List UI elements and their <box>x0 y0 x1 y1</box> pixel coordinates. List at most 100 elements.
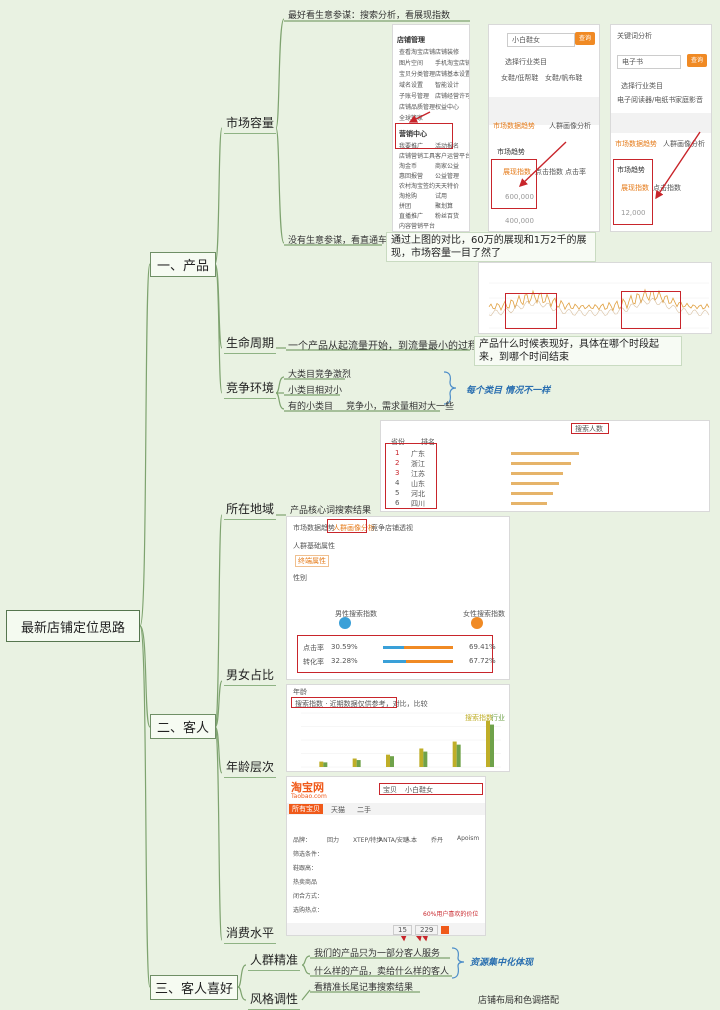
root-label: 最新店铺定位思路 <box>20 620 125 636</box>
search1-tab1[interactable]: 市场数据趋势 <box>493 122 535 130</box>
menu-item[interactable]: 拼团 <box>399 203 412 210</box>
taobao-query[interactable]: 小白鞋女 <box>405 786 433 794</box>
gender-female-bar <box>404 646 453 649</box>
taobao-brand[interactable]: 人本 <box>405 837 418 844</box>
menu-item[interactable]: 天天特价 <box>435 183 460 190</box>
topic-age[interactable]: 年龄层次 <box>224 758 277 778</box>
topic-competition[interactable]: 竞争环境 <box>224 379 277 399</box>
topic-crowd[interactable]: 人群精准 <box>248 951 301 971</box>
gender-male-bar <box>383 646 405 649</box>
gender-tab-2[interactable]: 人群画像分析 <box>333 524 375 532</box>
menu-item[interactable]: 查看淘宝店铺 <box>399 49 436 56</box>
taobao-select[interactable]: 宝贝 <box>383 786 397 794</box>
topic-style[interactable]: 风格调性 <box>248 990 301 1010</box>
taobao-brand[interactable]: Apoism <box>457 835 480 842</box>
menu-item[interactable]: 店铺装修 <box>435 49 460 56</box>
region-province: 江苏 <box>411 470 425 478</box>
menu-item[interactable]: 内容营销平台 <box>399 223 436 230</box>
taobao-brand[interactable]: XTEP/特步 <box>353 837 383 844</box>
taobao-price-max[interactable]: 229 <box>415 925 439 935</box>
taobao-brand[interactable]: 回力 <box>327 837 340 844</box>
menu-item[interactable]: 粉丝百货 <box>435 213 460 220</box>
gender-row-label: 点击率 <box>303 644 324 652</box>
root-node[interactable]: 最新店铺定位思路 <box>6 610 140 642</box>
menu-item[interactable]: 宝贝分类管理 <box>399 71 436 78</box>
search2-value: 12,000 <box>621 209 646 217</box>
topic-market[interactable]: 市场容量 <box>224 114 277 134</box>
menu-item[interactable]: 淘金币 <box>399 163 418 170</box>
topic-region[interactable]: 所在地域 <box>224 500 277 520</box>
search2-query: 电子书 <box>617 55 681 69</box>
topic-spending[interactable]: 消费水平 <box>224 924 277 944</box>
menu-item[interactable]: 全球管家 <box>399 115 424 122</box>
menu-item[interactable]: 手机淘宝店铺 <box>435 60 470 67</box>
taobao-brand[interactable]: 乔丹 <box>431 837 444 844</box>
menu-item[interactable]: 淘抢购 <box>399 193 418 200</box>
branch-label: 一、产品 <box>156 259 209 274</box>
gender-tab-1[interactable]: 市场数据趋势 <box>293 524 335 532</box>
lifecycle-series <box>488 288 710 312</box>
gender-pill[interactable]: 终端属性 <box>295 555 329 567</box>
taobao-brand[interactable]: ANTA/安踏 <box>379 837 409 844</box>
menu-item[interactable]: 试用 <box>435 193 448 200</box>
topic-lifecycle[interactable]: 生命周期 <box>224 334 277 354</box>
search2-button[interactable]: 查询 <box>687 54 707 67</box>
menu-item[interactable]: 权益中心 <box>435 104 460 111</box>
leaf-market-bottom: 没有生意参谋，看直通车后台 <box>288 236 406 246</box>
menu-item[interactable]: 店铺营销工具 <box>399 153 436 160</box>
menu-item[interactable]: 商家公益 <box>435 163 460 170</box>
region-button[interactable]: 搜索人数 <box>575 425 603 433</box>
region-bar <box>511 502 547 505</box>
search2-radio1[interactable]: 电子阅读器/电纸书 <box>617 96 676 104</box>
taobao-tab-used[interactable]: 二手 <box>357 806 371 814</box>
leaf-style-2: 店铺布局和色调搭配 <box>478 996 560 1006</box>
branch-customer[interactable]: 二、客人 <box>150 714 216 739</box>
taobao-price-confirm[interactable] <box>441 926 449 934</box>
age-bar <box>323 762 328 767</box>
search2-metric2: 点击指数 <box>653 184 681 192</box>
menu-item[interactable]: 直播推广 <box>399 213 424 220</box>
taobao-price-note: 60%用户喜欢的价位 <box>423 911 479 918</box>
branch-product[interactable]: 一、产品 <box>150 252 216 277</box>
age-bar <box>419 748 424 767</box>
age-bar <box>390 756 394 767</box>
taobao-filter-label: 鞋跟高： <box>293 865 318 872</box>
branch-preference[interactable]: 三、客人喜好 <box>150 975 238 1000</box>
menu-item[interactable]: 客户运营平台 <box>435 153 470 160</box>
menu-item[interactable]: 活动报名 <box>435 143 460 150</box>
lifecycle-highlight-1 <box>505 293 557 329</box>
search2-tab1[interactable]: 市场数据趋势 <box>615 140 657 148</box>
menu-item[interactable]: 店铺基本设置 <box>435 71 470 78</box>
taobao-tab-tmall[interactable]: 天猫 <box>331 806 345 814</box>
taobao-filter-label: 选购热点： <box>293 907 324 914</box>
leaf-style-1: 看精准长尾记事搜索结果 <box>314 983 414 993</box>
taobao-filter-label: 闭合方式： <box>293 893 324 900</box>
search1-button[interactable]: 查询 <box>575 32 595 45</box>
menu-item[interactable]: 图片空间 <box>399 60 424 67</box>
menu-item[interactable]: 我要推广 <box>399 143 424 150</box>
leaf-market-top: 最好看生意参谋：搜索分析，看展现指数 <box>288 11 451 21</box>
search2-tab2[interactable]: 人群画像分析 <box>663 140 705 148</box>
menu-item[interactable]: 店铺经营许可 <box>435 93 470 100</box>
gender-tab-3[interactable]: 竞争店铺透视 <box>371 524 413 532</box>
taobao-search-box[interactable] <box>379 783 483 795</box>
search1-tab2[interactable]: 人群画像分析 <box>549 122 591 130</box>
topic-gender[interactable]: 男女占比 <box>224 666 277 686</box>
menu-item[interactable]: 域名设置 <box>399 82 424 89</box>
gender-male-bar <box>383 660 406 663</box>
taobao-tab-all[interactable]: 所有宝贝 <box>289 804 323 814</box>
menu-item[interactable]: 公益管理 <box>435 173 460 180</box>
search1-radio2[interactable]: 女鞋/帆布鞋 <box>545 74 583 82</box>
menu-item[interactable]: 子账号管理 <box>399 93 430 100</box>
menu-item[interactable]: 聚划算 <box>435 203 454 210</box>
menu-item[interactable]: 惠回报营 <box>399 173 424 180</box>
menu-item[interactable]: 智能设计 <box>435 82 460 89</box>
age-bar <box>490 724 494 767</box>
taobao-price-min[interactable]: 15 <box>393 925 412 935</box>
search2-radio2[interactable]: 家庭影音 <box>675 96 703 104</box>
menu-item[interactable]: 店铺品质管理 <box>399 104 436 111</box>
menu-item[interactable]: 农村淘宝签约 <box>399 183 436 190</box>
gender-highlight <box>297 635 493 673</box>
search1-radio1[interactable]: 女鞋/低帮鞋 <box>501 74 539 82</box>
